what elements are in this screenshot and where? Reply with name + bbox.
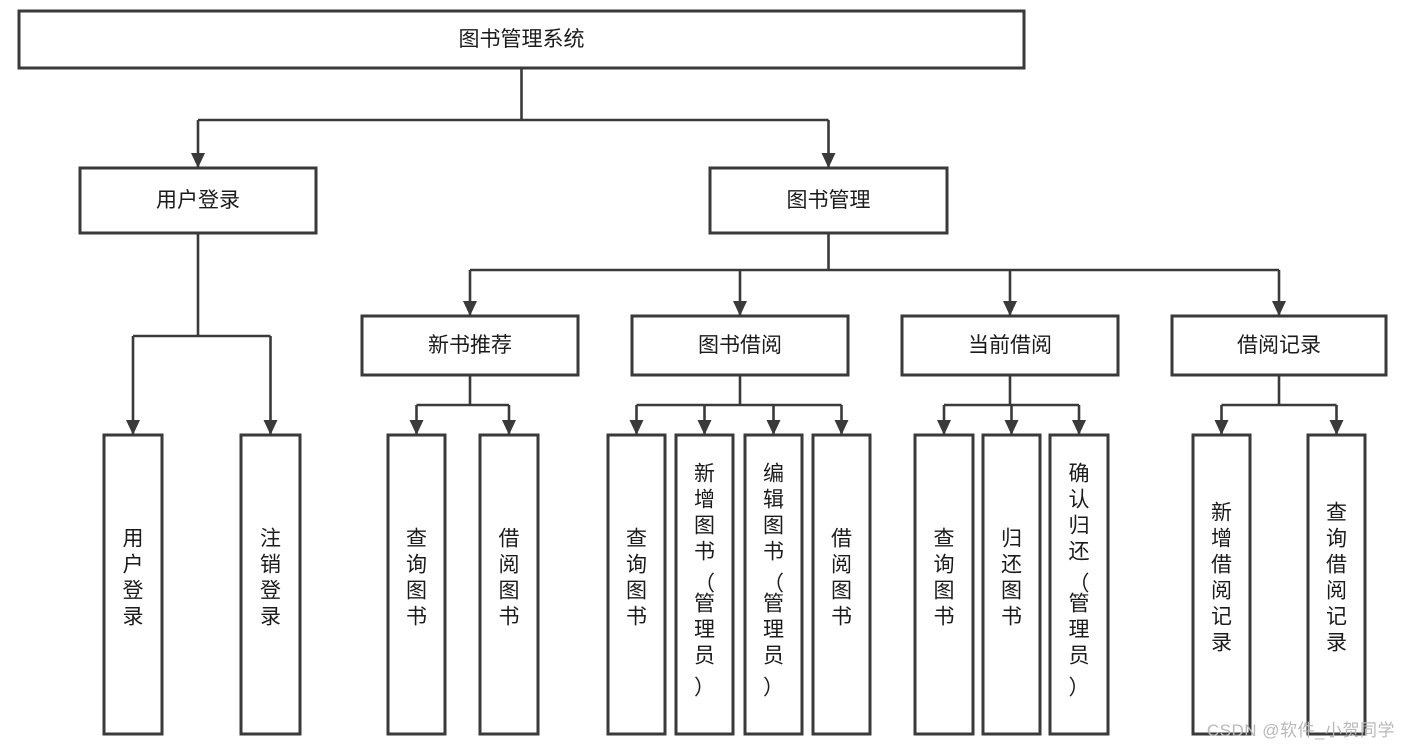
arrow-head-icon <box>502 420 516 435</box>
node-leaf-rec-borrow[interactable]: 借阅图书 <box>478 433 540 736</box>
node-label: 借阅图书 <box>499 528 520 629</box>
node-leaf-cb-return[interactable]: 归还图书 <box>981 433 1042 736</box>
node-box <box>78 166 318 235</box>
node-book-manage[interactable]: 图书管理 <box>708 166 949 235</box>
node-label: 查询图书 <box>406 528 427 629</box>
node-label: 查询图书 <box>934 528 955 629</box>
node-label: 用户登录 <box>123 528 144 629</box>
node-current-borrow[interactable]: 当前借阅 <box>900 314 1120 377</box>
node-box <box>478 433 540 736</box>
arrow-head-icon <box>1214 420 1229 435</box>
node-label: 归还图书 <box>1001 528 1022 629</box>
node-label: 当前借阅 <box>968 334 1052 357</box>
node-root[interactable]: 图书管理系统 <box>17 9 1026 70</box>
node-box <box>674 433 735 736</box>
node-leaf-user-login[interactable]: 用户登录 <box>102 433 164 736</box>
node-box <box>1191 433 1252 736</box>
arrow-head-icon <box>766 420 781 435</box>
node-leaf-logout[interactable]: 注销登录 <box>239 433 302 736</box>
node-book-borrow[interactable]: 图书借阅 <box>630 314 850 377</box>
node-leaf-rec-query[interactable]: 查询图书 <box>386 433 447 736</box>
node-label: 用户登录 <box>156 189 240 212</box>
node-new-book-rec[interactable]: 新书推荐 <box>360 314 580 377</box>
node-leaf-bb-edit[interactable]: 编辑图书（管理员） <box>743 433 804 736</box>
arrow-head-icon <box>463 301 477 316</box>
arrow-head-icon <box>1072 420 1086 435</box>
node-label: 新增图书（管理员） <box>694 463 715 700</box>
node-box <box>606 433 667 736</box>
node-box <box>1048 433 1110 736</box>
node-borrow-record[interactable]: 借阅记录 <box>1170 314 1388 377</box>
node-box <box>17 9 1026 70</box>
node-box <box>708 166 949 235</box>
arrow-head-icon <box>409 420 424 435</box>
connector-layer <box>126 68 1344 435</box>
node-box <box>239 433 302 736</box>
node-label: 编辑图书（管理员） <box>763 463 784 700</box>
node-label: 查询图书 <box>626 528 647 629</box>
node-box <box>630 314 850 377</box>
node-leaf-bb-add[interactable]: 新增图书（管理员） <box>674 433 735 736</box>
arrow-head-icon <box>1329 420 1344 435</box>
arrow-head-icon <box>697 420 712 435</box>
node-leaf-br-add[interactable]: 新增借阅记录 <box>1191 433 1252 736</box>
node-box <box>913 433 975 736</box>
arrow-head-icon <box>733 301 747 316</box>
watermark-label: CSDN @软件_小贺同学 <box>1206 721 1395 740</box>
node-leaf-bb-borrow[interactable]: 借阅图书 <box>811 433 872 736</box>
node-box <box>811 433 872 736</box>
arrow-head-icon <box>126 420 140 435</box>
arrow-head-icon <box>1003 301 1017 316</box>
node-label: 新增借阅记录 <box>1211 502 1232 655</box>
arrow-head-icon <box>821 153 836 168</box>
node-leaf-cb-confirm[interactable]: 确认归还（管理员） <box>1048 433 1110 736</box>
arrow-head-icon <box>834 420 849 435</box>
node-leaf-br-query[interactable]: 查询借阅记录 <box>1306 433 1367 736</box>
node-box <box>900 314 1120 377</box>
arrow-head-icon <box>1004 420 1019 435</box>
node-label: 图书管理 <box>787 189 871 212</box>
node-box <box>102 433 164 736</box>
node-box <box>981 433 1042 736</box>
node-leaf-cb-query[interactable]: 查询图书 <box>913 433 975 736</box>
node-layer: 图书管理系统用户登录图书管理新书推荐图书借阅当前借阅借阅记录用户登录注销登录查询… <box>17 9 1388 736</box>
node-box <box>386 433 447 736</box>
node-label: 图书管理系统 <box>459 28 585 51</box>
node-label: 注销登录 <box>260 528 281 629</box>
node-label: 图书借阅 <box>698 334 782 357</box>
node-label: 确认归还（管理员） <box>1069 463 1090 700</box>
node-box <box>360 314 580 377</box>
node-label: 借阅图书 <box>831 528 852 629</box>
node-leaf-bb-query[interactable]: 查询图书 <box>606 433 667 736</box>
arrow-head-icon <box>1272 301 1286 316</box>
node-label: 借阅记录 <box>1237 334 1321 357</box>
node-user-login[interactable]: 用户登录 <box>78 166 318 235</box>
arrow-head-icon <box>937 420 951 435</box>
arrow-head-icon <box>191 153 205 168</box>
arrow-head-icon <box>263 420 278 435</box>
node-label: 查询借阅记录 <box>1326 502 1347 655</box>
node-box <box>1306 433 1367 736</box>
node-box <box>743 433 804 736</box>
node-label: 新书推荐 <box>428 334 512 357</box>
arrow-head-icon <box>629 420 644 435</box>
node-box <box>1170 314 1388 377</box>
